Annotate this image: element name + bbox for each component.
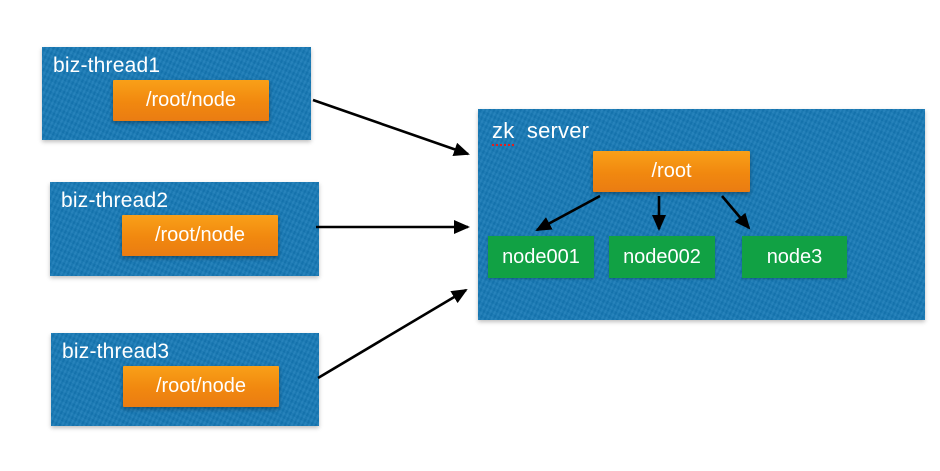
root-chip: /root xyxy=(593,151,750,192)
zk-server-label: zk server xyxy=(492,118,590,146)
root-chip-label: /root xyxy=(651,160,692,182)
thread1-label: biz-thread1 xyxy=(53,54,161,77)
thread3-label: biz-thread3 xyxy=(62,340,170,363)
child-node002-chip: node002 xyxy=(609,236,715,278)
zk-server-panel: zk server /root node001 node002 node3 xyxy=(478,109,925,320)
thread2-panel: biz-thread2 /root/node xyxy=(50,182,319,276)
child-node001-label: node001 xyxy=(502,245,580,268)
thread3-znode-chip: /root/node xyxy=(123,366,279,407)
arrow-thread3-to-server xyxy=(317,288,468,380)
thread1-znode-chip: /root/node xyxy=(113,80,269,121)
thread2-label: biz-thread2 xyxy=(61,189,169,212)
child-node3-chip: node3 xyxy=(742,236,847,278)
thread3-panel: biz-thread3 /root/node xyxy=(51,333,319,426)
thread2-znode-label: /root/node xyxy=(154,224,246,246)
child-node002-label: node002 xyxy=(623,245,701,268)
thread2-znode-chip: /root/node xyxy=(122,215,278,256)
child-node3-label: node3 xyxy=(766,245,823,268)
zk-server-label-zk: zk xyxy=(492,118,515,146)
thread1-panel: biz-thread1 /root/node xyxy=(42,47,311,140)
thread3-znode-label: /root/node xyxy=(155,375,247,397)
child-node001-chip: node001 xyxy=(488,236,594,278)
zk-server-label-rest: server xyxy=(526,118,590,143)
arrow-thread1-to-server xyxy=(312,98,470,157)
thread1-znode-label: /root/node xyxy=(145,89,237,111)
